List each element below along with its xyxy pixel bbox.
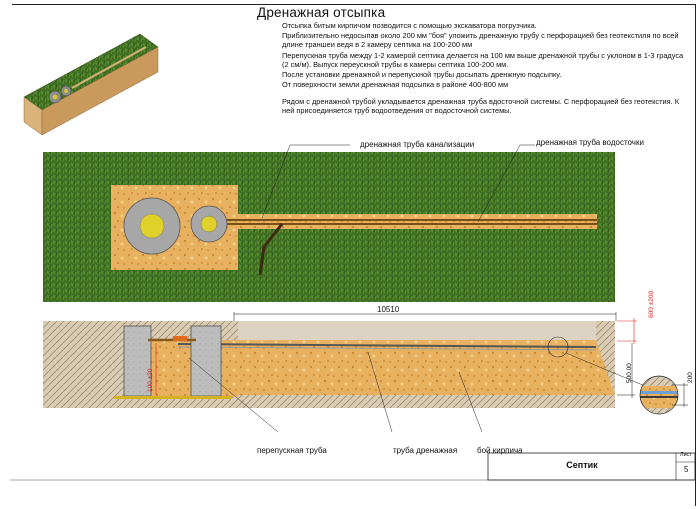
leader-line — [458, 371, 483, 433]
label-overflow-pipe: перепускная труба — [257, 446, 327, 455]
detail-circle — [639, 375, 679, 415]
plan-drain-trench — [233, 214, 597, 229]
section-view: 10510 600 ±200 500.00 100 ±20 перепускна… — [43, 291, 655, 455]
section-overflow-marker — [173, 336, 187, 341]
stamp-name: Септик — [566, 460, 598, 470]
dim-length: 10510 — [377, 305, 400, 314]
description-line: Приблизительно недосыпав около 200 мм "б… — [282, 31, 679, 50]
description-line: После установки дренажной и перепускной … — [282, 70, 562, 80]
section-drain-pipe — [177, 343, 597, 348]
description-line: Отсыпка битым кирпичом позводится с помо… — [282, 21, 537, 30]
drawing-frame-top — [12, 4, 696, 5]
leader-line — [188, 357, 279, 433]
dim-depth-top: 600 ±200 — [648, 291, 655, 318]
title-block — [10, 452, 696, 481]
label-storm-pipe: дренажная труба водосточки — [536, 138, 644, 147]
thumbnail-3d-block — [23, 33, 159, 136]
label-drain-pipe: труба дренажная — [393, 446, 457, 455]
detail-pipe — [640, 391, 678, 394]
section-chamber-2 — [190, 325, 222, 397]
description-line: От поверхности земли дренажная подсыпка … — [282, 80, 509, 90]
dim-offset: 100 ±20 — [147, 368, 154, 392]
plan-downspout-pipe — [258, 223, 284, 276]
dim-detail: 200 — [687, 372, 694, 383]
leader-line — [477, 144, 535, 223]
section-topsoil — [238, 321, 596, 340]
plan-view: дренажная труба канализации дренажная тр… — [43, 138, 644, 302]
label-brick-fill: бой кирпича — [477, 446, 523, 455]
description-extra: Рядом с дренажной трубой укладывается др… — [282, 97, 680, 116]
description-line: Перепускная труба между 1-2 камерой септ… — [282, 50, 684, 69]
description-block: Отсыпка битым кирпичом позводится с помо… — [282, 21, 688, 118]
stamp-sheet-number: 5 — [684, 465, 689, 474]
detail-callout-circle — [547, 336, 569, 358]
section-chamber-1 — [123, 325, 152, 397]
leader-line — [367, 351, 393, 433]
detail-view: 200 — [639, 372, 694, 415]
stamp-sheet-label: Лист — [680, 452, 692, 458]
section-brick-fill — [238, 340, 615, 395]
leader-line — [261, 144, 350, 219]
label-sewer-pipe: дренажная труба канализации — [360, 140, 474, 149]
drawing-frame-right — [695, 4, 696, 506]
section-base-slab — [114, 396, 232, 399]
dim-depth-total: 500.00 — [626, 363, 633, 383]
page-title: Дренажная отсыпка — [257, 5, 386, 20]
